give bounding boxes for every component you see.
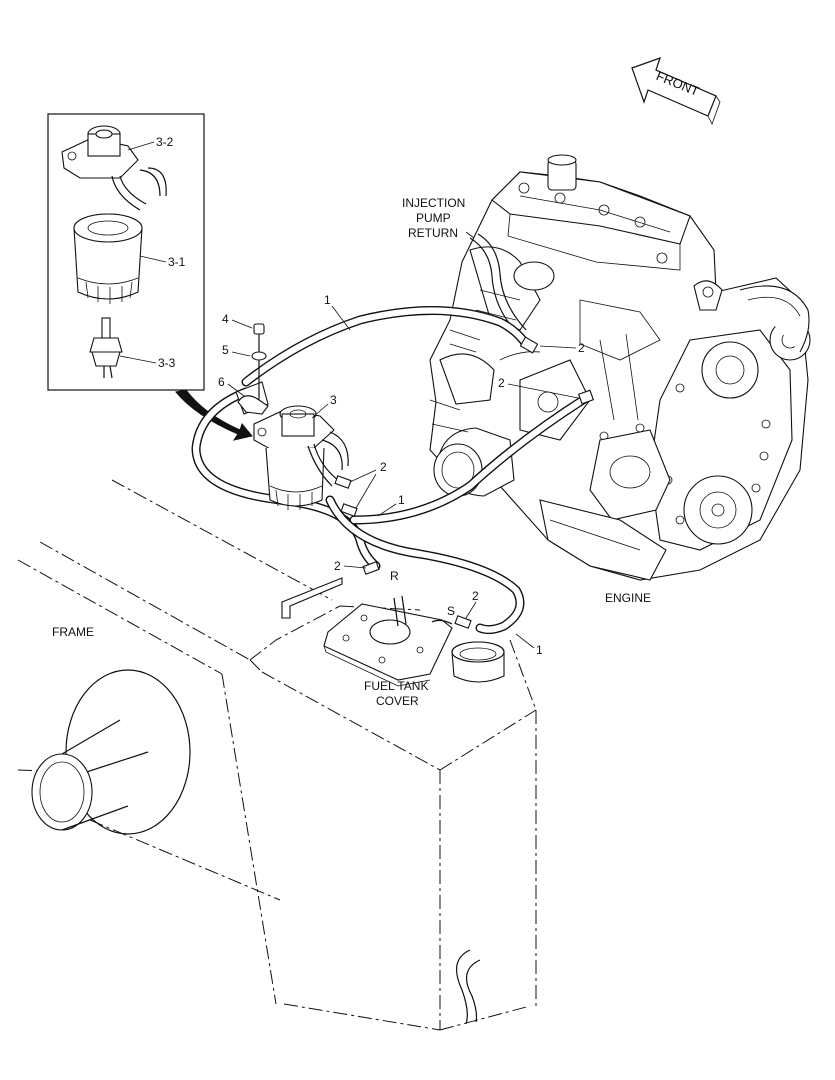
- injection-label-line3: RETURN: [408, 226, 458, 240]
- filter-cartridge-part: [73, 213, 143, 304]
- front-direction-arrow: FRONT: [631, 57, 721, 126]
- fuel-tank-cover: [323, 595, 505, 687]
- injection-return-leader: [465, 231, 475, 239]
- filter-head-part: [61, 125, 167, 211]
- inset-pointer-arrow: [175, 389, 253, 441]
- mounting-hardware: [237, 323, 269, 415]
- callout-s: S: [447, 604, 455, 618]
- inset-label-3-1: 3-1: [168, 255, 186, 269]
- callout-2-tank-left: 2: [334, 559, 341, 573]
- callout-1-mid: 1: [398, 493, 405, 507]
- frame-boss: [31, 669, 191, 835]
- fuel-tank-cover-line2: COVER: [376, 694, 419, 708]
- callout-1-right: 1: [536, 643, 543, 657]
- callout-1-top: 1: [324, 293, 331, 307]
- fuel-filter-assembly: [235, 381, 349, 510]
- callout-2-filter: 2: [380, 460, 387, 474]
- frame-label: FRAME: [52, 625, 94, 639]
- engine-assembly: [429, 154, 811, 581]
- inset-label-3-2: 3-2: [156, 135, 174, 149]
- callout-2-tank-right: 2: [472, 589, 479, 603]
- callout-3: 3: [330, 393, 337, 407]
- fuel-tank-cover-line1: FUEL TANK: [364, 679, 428, 693]
- callout-6: 6: [218, 375, 225, 389]
- callout-2-engine-a: 2: [578, 341, 585, 355]
- inset-label-3-3: 3-3: [158, 356, 176, 370]
- filter-inset-box: 3-2 3-1 3-3: [47, 113, 205, 391]
- callout-2-engine-b: 2: [498, 376, 505, 390]
- engine-label: ENGINE: [605, 591, 651, 605]
- water-sensor-part: [89, 317, 123, 379]
- frame-bracket: [281, 577, 343, 619]
- frame-outline: [17, 479, 537, 1031]
- return-pipe: [469, 233, 527, 337]
- callout-4: 4: [222, 312, 229, 326]
- front-label: FRONT: [654, 68, 701, 99]
- injection-label-line2: PUMP: [416, 211, 451, 225]
- drain-tube: [455, 949, 481, 1025]
- hose-fittings: [334, 336, 595, 629]
- callout-r: R: [390, 569, 399, 583]
- callout-5: 5: [222, 343, 229, 357]
- injection-label-line1: INJECTION: [402, 196, 465, 210]
